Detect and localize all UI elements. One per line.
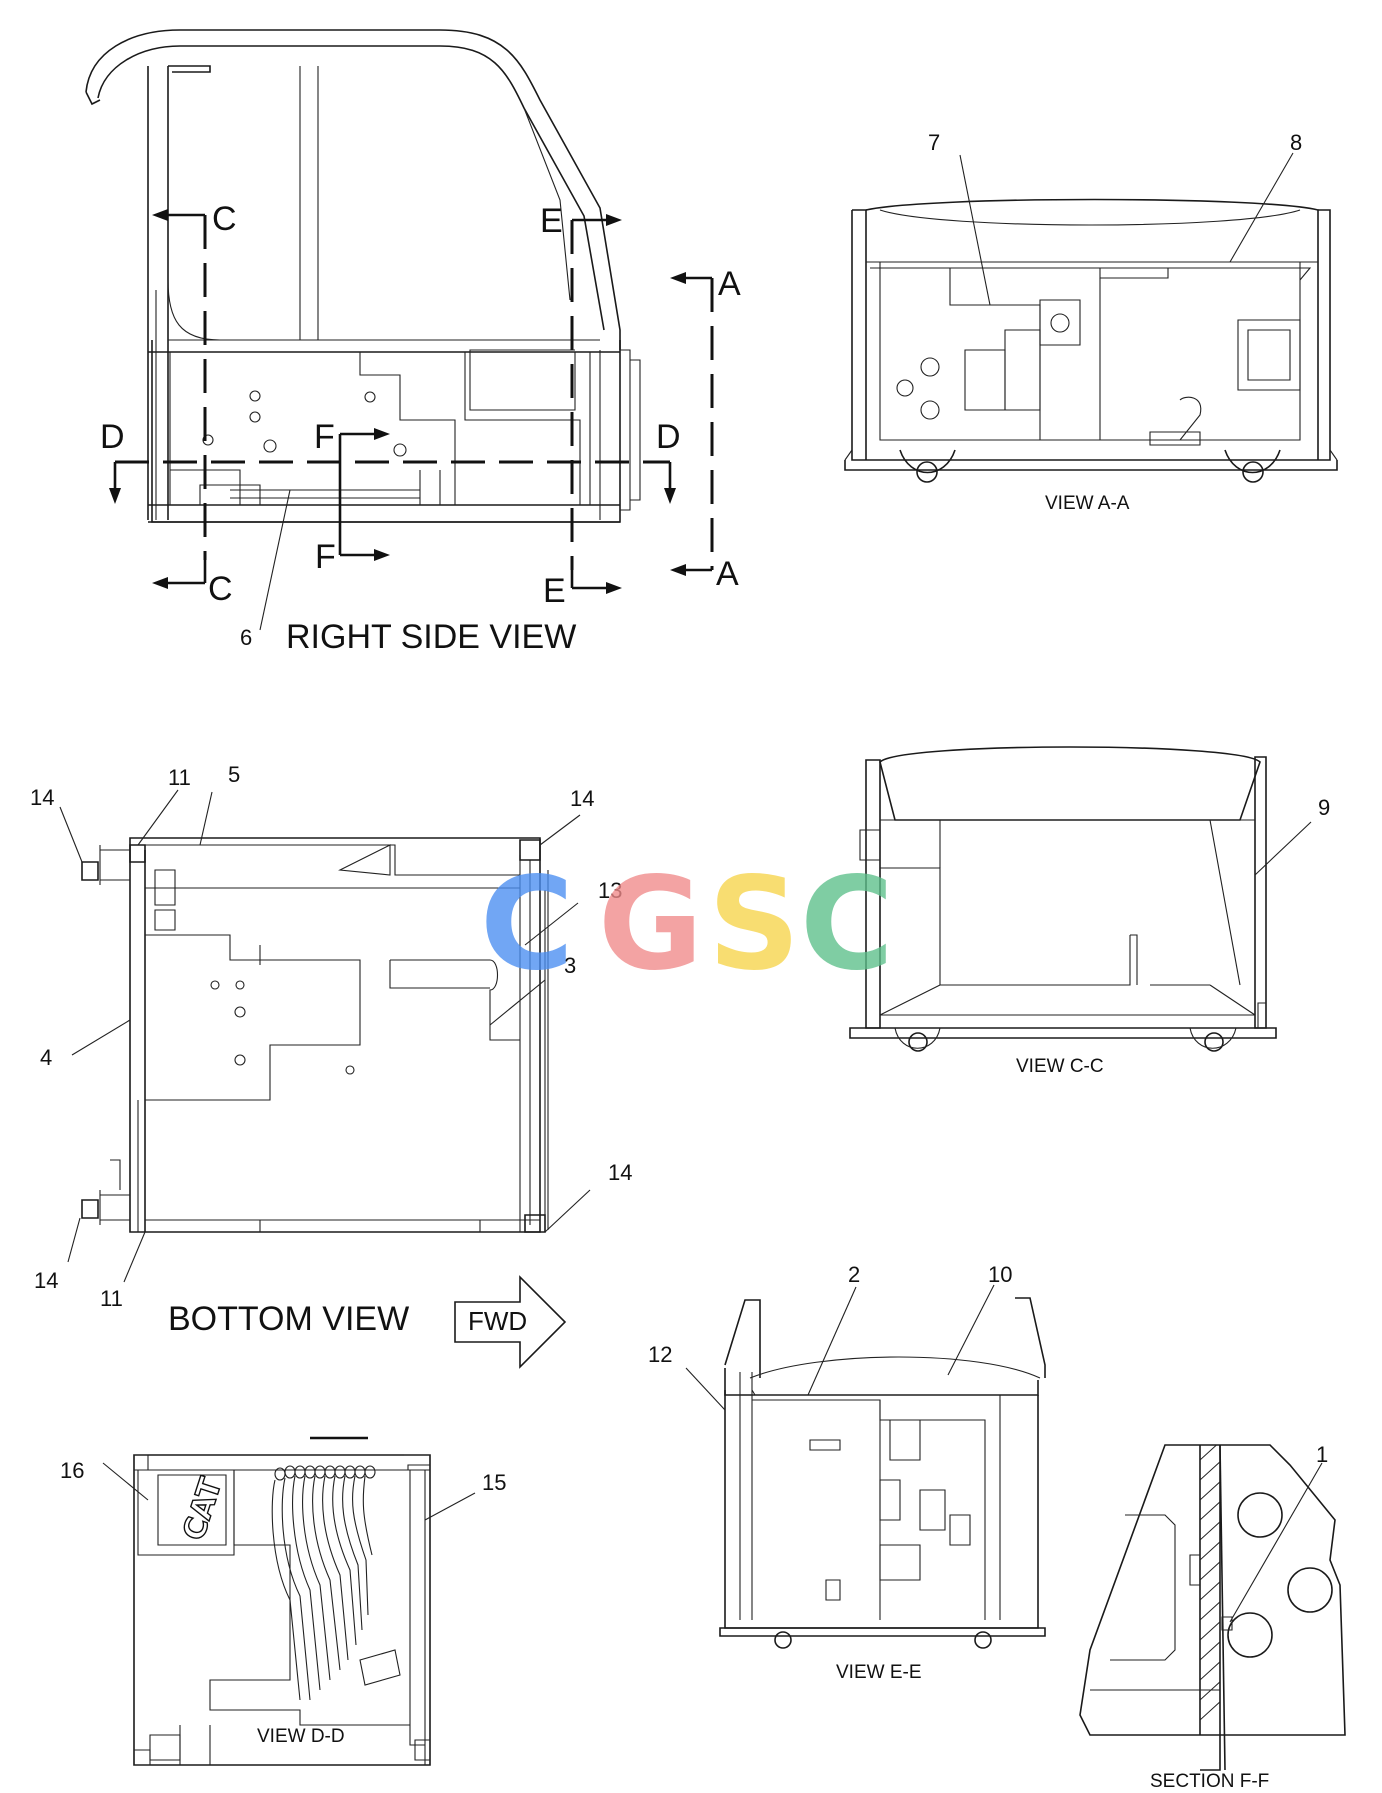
- section-marker-d-right: D: [656, 418, 681, 456]
- callout-11-a: 11: [168, 765, 191, 790]
- callout-4: 4: [40, 1045, 52, 1070]
- callout-16: 16: [60, 1458, 84, 1483]
- right-side-view-title: RIGHT SIDE VIEW: [286, 618, 576, 656]
- fwd-label: FWD: [468, 1306, 527, 1336]
- section-marker-f-bottom: F: [315, 538, 336, 576]
- watermark-letter: C: [480, 850, 574, 999]
- section-f-f: 1 SECTION F-F: [1079, 1442, 1346, 1792]
- callout-9: 9: [1318, 795, 1330, 820]
- section-marker-d-left: D: [100, 418, 125, 456]
- callout-6: 6: [240, 625, 252, 650]
- section-marker-c-bottom: C: [208, 570, 233, 608]
- callout-14-c: 14: [608, 1160, 632, 1185]
- section-marker-c-top: C: [212, 200, 237, 238]
- bottom-view-title: BOTTOM VIEW: [168, 1300, 409, 1338]
- section-marker-a-top: A: [718, 265, 741, 303]
- callout-11-b: 11: [100, 1286, 123, 1311]
- bottom-view: 14 11 5 14 13 3 4 14 14 11 BOTTOM VIEW F…: [30, 762, 632, 1369]
- right-side-view: C C E E A A D D F F 6 RIGHT SIDE VIEW: [85, 29, 741, 656]
- callout-14-d: 14: [34, 1268, 58, 1293]
- callout-10: 10: [988, 1262, 1012, 1287]
- callout-7: 7: [928, 130, 940, 155]
- callout-15: 15: [482, 1470, 506, 1495]
- section-marker-e-top: E: [540, 202, 563, 240]
- view-e-e-title: VIEW E-E: [836, 1662, 922, 1683]
- callout-3: 3: [564, 953, 576, 978]
- cat-logo-text: CAT: [176, 1473, 229, 1545]
- view-a-a-title: VIEW A-A: [1045, 493, 1130, 514]
- view-c-c: 9 VIEW C-C: [849, 746, 1330, 1077]
- callout-8: 8: [1290, 130, 1302, 155]
- section-marker-f-top: F: [314, 418, 335, 456]
- watermark-letter: C: [800, 850, 894, 999]
- view-a-a: 7 8 VIEW A-A: [844, 130, 1338, 514]
- view-d-d: CAT 16 15 VIEW D-D: [60, 1436, 506, 1766]
- view-c-c-title: VIEW C-C: [1016, 1056, 1104, 1077]
- callout-2: 2: [848, 1262, 860, 1287]
- view-d-d-title: VIEW D-D: [257, 1726, 345, 1747]
- callout-13: 13: [598, 878, 622, 903]
- watermark-letter: G: [598, 850, 703, 999]
- watermark-letter: S: [708, 850, 800, 999]
- callout-1: 1: [1316, 1442, 1328, 1467]
- section-marker-e-bottom: E: [543, 572, 566, 610]
- callout-14-b: 14: [570, 786, 594, 811]
- callout-5: 5: [228, 762, 240, 787]
- callout-14-a: 14: [30, 785, 54, 810]
- section-f-f-title: SECTION F-F: [1150, 1771, 1269, 1792]
- cat-logo: CAT: [176, 1472, 230, 1545]
- section-marker-a-bottom: A: [716, 555, 739, 593]
- view-e-e: 2 10 12 VIEW E-E: [648, 1262, 1046, 1683]
- callout-12: 12: [648, 1342, 672, 1367]
